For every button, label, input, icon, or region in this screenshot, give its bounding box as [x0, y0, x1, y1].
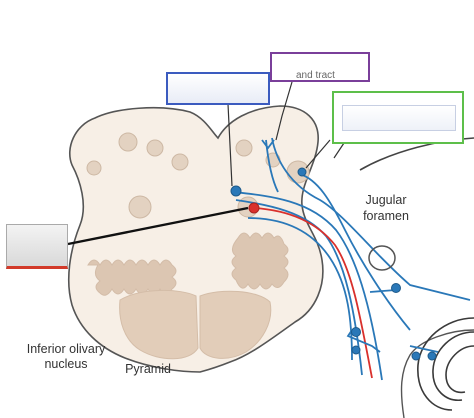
purple-box-fragment-text: and tract: [296, 70, 335, 81]
label-box-green[interactable]: [332, 91, 464, 144]
green-box-inner-field: [342, 105, 456, 131]
temporal-bone-outline: [400, 329, 474, 418]
nerve-fiber-blue: [247, 217, 353, 361]
nucleus-dot: [171, 153, 189, 171]
label-box-blue[interactable]: [166, 72, 270, 105]
nucleus-dot: [146, 139, 164, 157]
inner-ear-structure: [417, 317, 474, 411]
purple-fork-marker: [261, 139, 275, 150]
jugular-foramen-outline: [368, 245, 396, 271]
nucleus-dot: [235, 139, 253, 157]
nerve-branch: [409, 345, 439, 353]
nucleus-dot: [86, 160, 102, 176]
nerve-fiber-blue: [299, 173, 411, 331]
blue-nucleus-marker: [230, 185, 242, 197]
ganglia: [351, 283, 437, 361]
ganglion-dot: [391, 283, 401, 293]
nerve-fiber-red: [253, 207, 373, 379]
nucleus-dot: [128, 195, 152, 219]
right-olive: [231, 232, 289, 290]
leader-line-purple: [275, 81, 293, 141]
nerve-fiber-blue: [271, 137, 471, 301]
leader-line-green: [305, 139, 331, 169]
nerve-branch: [346, 329, 381, 353]
pyramid-left: [119, 289, 199, 360]
ganglion-dot: [427, 351, 437, 361]
leader-line-red: [67, 206, 249, 246]
inferior-olivary-label: Inferior olivary: [26, 342, 106, 356]
red-nucleus-marker: [248, 202, 260, 214]
green-nucleus-marker: [297, 167, 307, 177]
jugular-label: Jugular: [365, 193, 407, 207]
label-box-purple[interactable]: and tract: [270, 52, 370, 82]
nucleus-dot: [118, 132, 138, 152]
left-olive: [87, 259, 177, 296]
nuclei: [86, 132, 310, 219]
label-box-red[interactable]: [6, 224, 68, 269]
pyramid-label: Pyramid: [125, 362, 171, 376]
ganglion-dot: [351, 327, 361, 337]
nerve-fiber-blue: [233, 191, 383, 381]
ganglion-dot: [351, 345, 361, 355]
nucleus-label: nucleus: [44, 357, 88, 371]
foramen-label: foramen: [363, 209, 409, 223]
ganglion-dot: [411, 351, 421, 361]
nerve-fibers: [233, 137, 471, 381]
pyramid-right: [199, 290, 272, 359]
